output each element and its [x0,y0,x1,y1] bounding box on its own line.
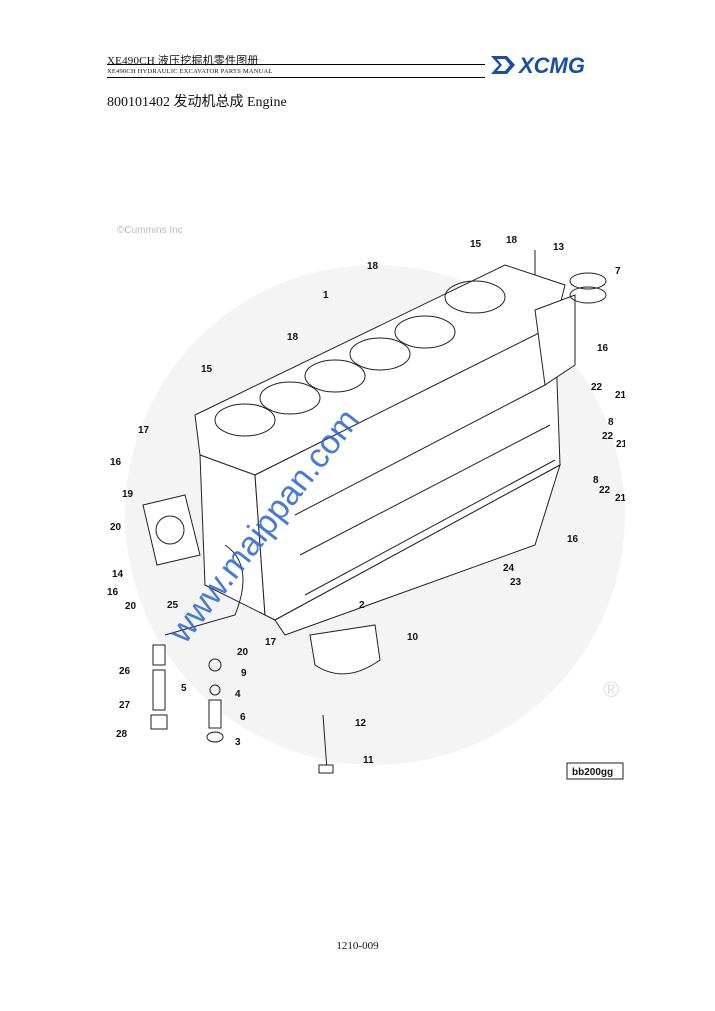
callout-16c: 16 [110,457,122,468]
callout-18a: 18 [506,235,518,246]
callout-6: 6 [240,712,246,723]
callout-17b: 17 [265,637,277,648]
callout-9: 9 [241,668,247,679]
callout-4: 4 [235,689,241,700]
callout-18c: 18 [287,332,299,343]
callout-18b: 18 [367,261,379,272]
callout-1: 1 [323,290,329,301]
callout-22a: 22 [591,382,603,393]
callout-24: 24 [503,563,515,574]
reference-code-box: bb200gg [566,762,624,780]
callout-16a: 16 [597,343,609,354]
callout-8b: 8 [593,475,599,486]
callout-15a: 15 [470,239,482,250]
header-rule-bottom [107,77,485,78]
xcmg-logo: XCMG [491,53,585,78]
callout-25: 25 [167,600,179,611]
callout-12: 12 [355,718,367,729]
callout-15b: 15 [201,364,213,375]
callout-16d: 16 [107,587,119,598]
callout-8a: 8 [608,417,614,428]
callout-3: 3 [235,737,241,748]
callout-11: 11 [363,755,374,766]
callout-23: 23 [510,577,522,588]
callout-26: 26 [119,666,131,677]
callout-27: 27 [119,700,131,711]
page-number: 1210-009 [336,940,379,952]
callout-labels: 1 2 3 4 5 6 7 8 8 9 10 11 12 13 14 15 15… [107,235,625,766]
callout-7: 7 [615,266,621,277]
section-title: 800101402 发动机总成 Engine [107,95,287,110]
callout-28: 28 [116,729,128,740]
header-title-en: XE490CH HYDRAULIC EXCAVATOR PARTS MANUAL [107,68,273,75]
engine-block-drawing [142,250,607,774]
callout-10: 10 [407,632,419,643]
callout-20a: 20 [110,522,122,533]
callout-22c: 22 [599,485,611,496]
callout-22b: 22 [602,431,614,442]
copyright-text: ©Cummins Inc [117,225,183,236]
engine-block-exploded-diagram: ©Cummins Inc ® [107,225,625,780]
header-title-cn: XE490CH 液压挖掘机零件图册 [107,55,259,67]
callout-21a: 21 [615,390,625,401]
callout-5: 5 [181,683,187,694]
header-rule [107,64,485,65]
callout-16b: 16 [567,534,579,545]
callout-20c: 20 [237,647,249,658]
callout-21c: 21 [615,493,625,504]
logo-text: XCMG [517,53,585,78]
callout-20b: 20 [125,601,137,612]
callout-21b: 21 [616,439,625,450]
callout-14: 14 [112,569,124,580]
callout-17a: 17 [138,425,150,436]
callout-13: 13 [553,242,565,253]
reference-code: bb200gg [572,767,613,778]
callout-19: 19 [122,489,134,500]
callout-2: 2 [359,600,365,611]
registered-mark: ® [603,677,619,702]
